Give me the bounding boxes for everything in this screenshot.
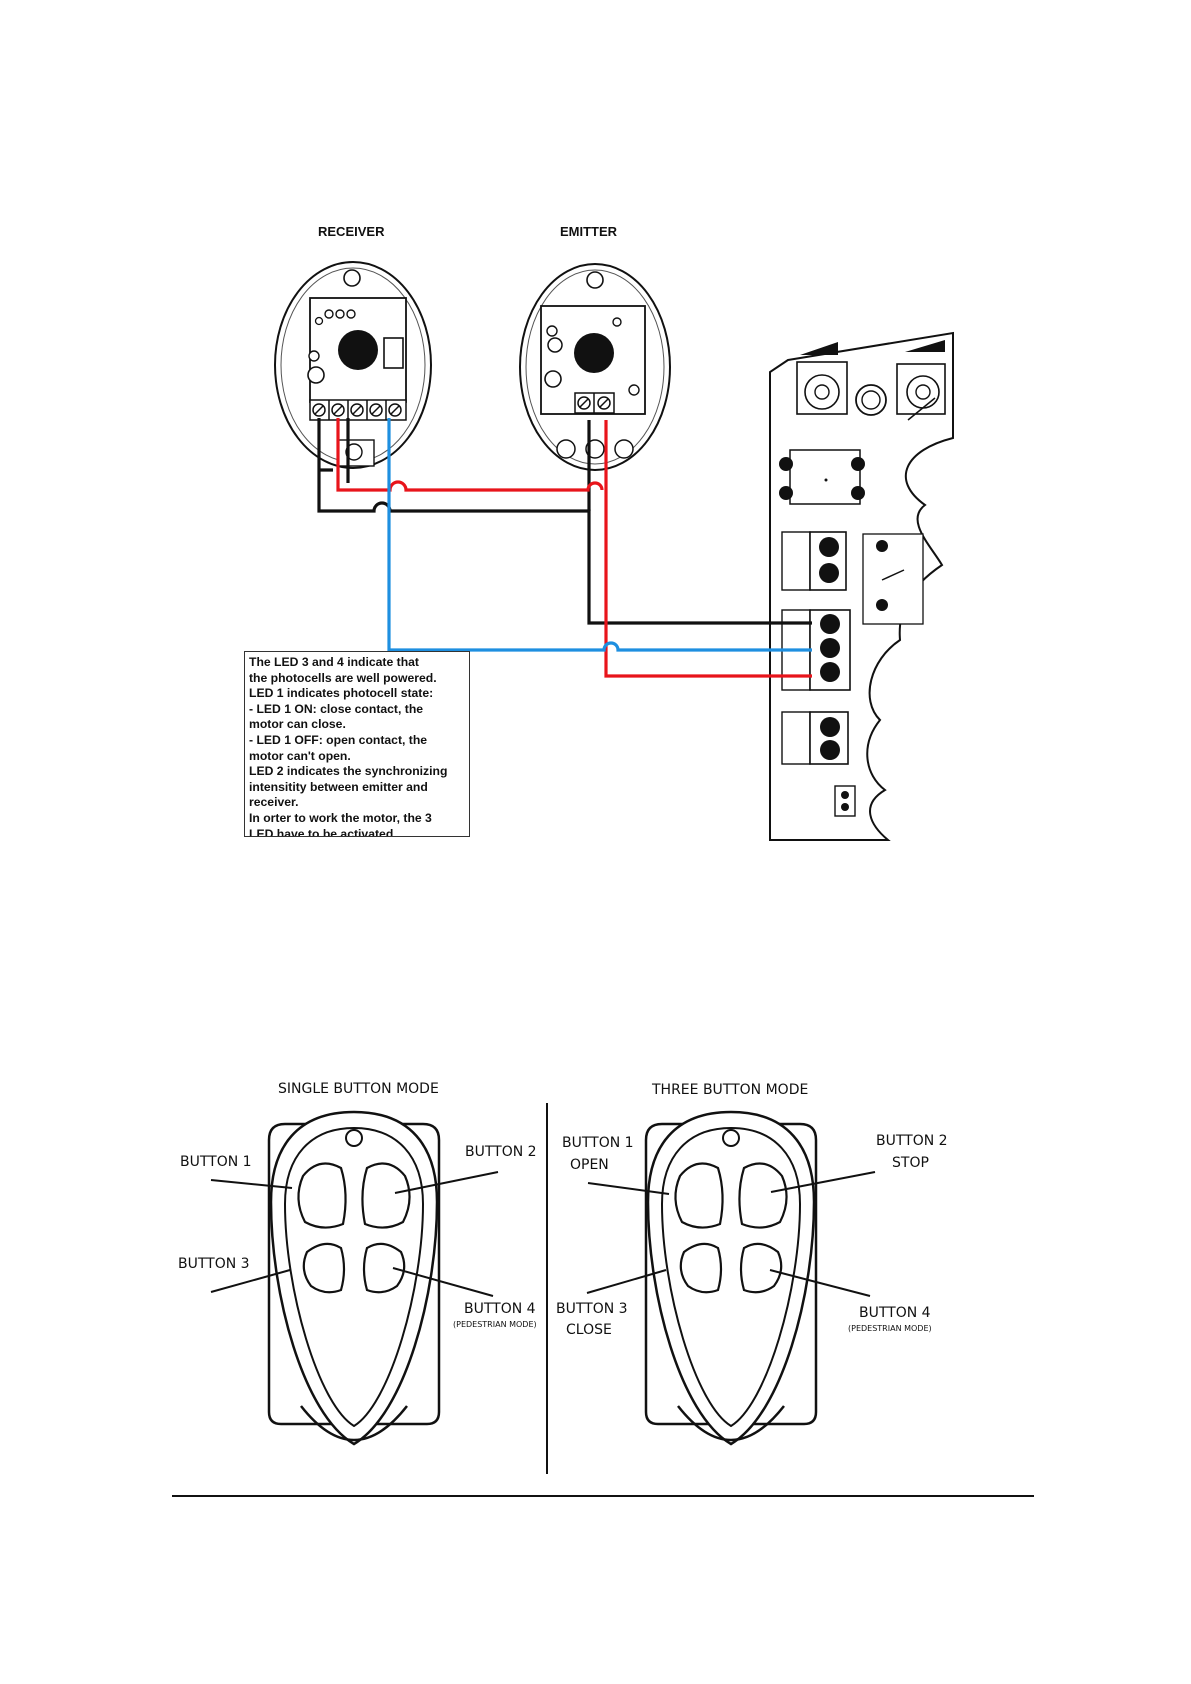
remote-single (267, 1110, 441, 1446)
note-line: receiver. (249, 795, 299, 810)
emitter-label: EMITTER (560, 224, 618, 239)
single-button4-sublabel: (PEDESTRIAN MODE) (453, 1320, 537, 1329)
receiver-unit (274, 261, 432, 469)
note-line: - LED 1 OFF: open contact, the (249, 732, 428, 747)
note-line: LED 2 indicates the synchronizing (249, 764, 448, 779)
three-button1-sublabel: OPEN (570, 1157, 609, 1173)
note-line: intensitity between emitter and (249, 779, 428, 794)
single-button3-label: BUTTON 3 (178, 1256, 250, 1272)
three-button3-sublabel: CLOSE (566, 1322, 612, 1338)
note-line: LED 1 indicates photocell state: (249, 686, 434, 701)
note-line: LED have to be activated. (249, 826, 397, 837)
three-button4-label: BUTTON 4 (859, 1305, 931, 1321)
note-line: motor can close. (249, 717, 346, 732)
three-mode-title: THREE BUTTON MODE (651, 1082, 808, 1098)
three-button4-sublabel: (PEDESTRIAN MODE) (848, 1324, 932, 1333)
note-line: The LED 3 and 4 indicate that (249, 655, 419, 669)
emitter-unit (519, 263, 671, 471)
three-button2-label: BUTTON 2 (876, 1133, 948, 1149)
three-button2-sublabel: STOP (892, 1155, 929, 1171)
control-board (769, 331, 954, 841)
three-button3-label: BUTTON 3 (556, 1301, 628, 1317)
wires (317, 418, 812, 678)
note-line: the photocells are well powered. (249, 670, 437, 685)
led-info-note: The LED 3 and 4 indicate that the photoc… (244, 651, 470, 837)
single-mode-title: SINGLE BUTTON MODE (278, 1081, 439, 1097)
note-line: motor can't open. (249, 748, 351, 763)
single-button2-label: BUTTON 2 (465, 1144, 537, 1160)
leader-lines (210, 1171, 876, 1297)
single-button1-label: BUTTON 1 (180, 1154, 252, 1170)
remote-three (644, 1110, 818, 1446)
note-line: In orter to work the motor, the 3 (249, 810, 432, 825)
three-button1-label: BUTTON 1 (562, 1135, 634, 1151)
single-button4-label: BUTTON 4 (464, 1301, 536, 1317)
note-line: - LED 1 ON: close contact, the (249, 701, 424, 716)
receiver-label: RECEIVER (318, 224, 385, 239)
